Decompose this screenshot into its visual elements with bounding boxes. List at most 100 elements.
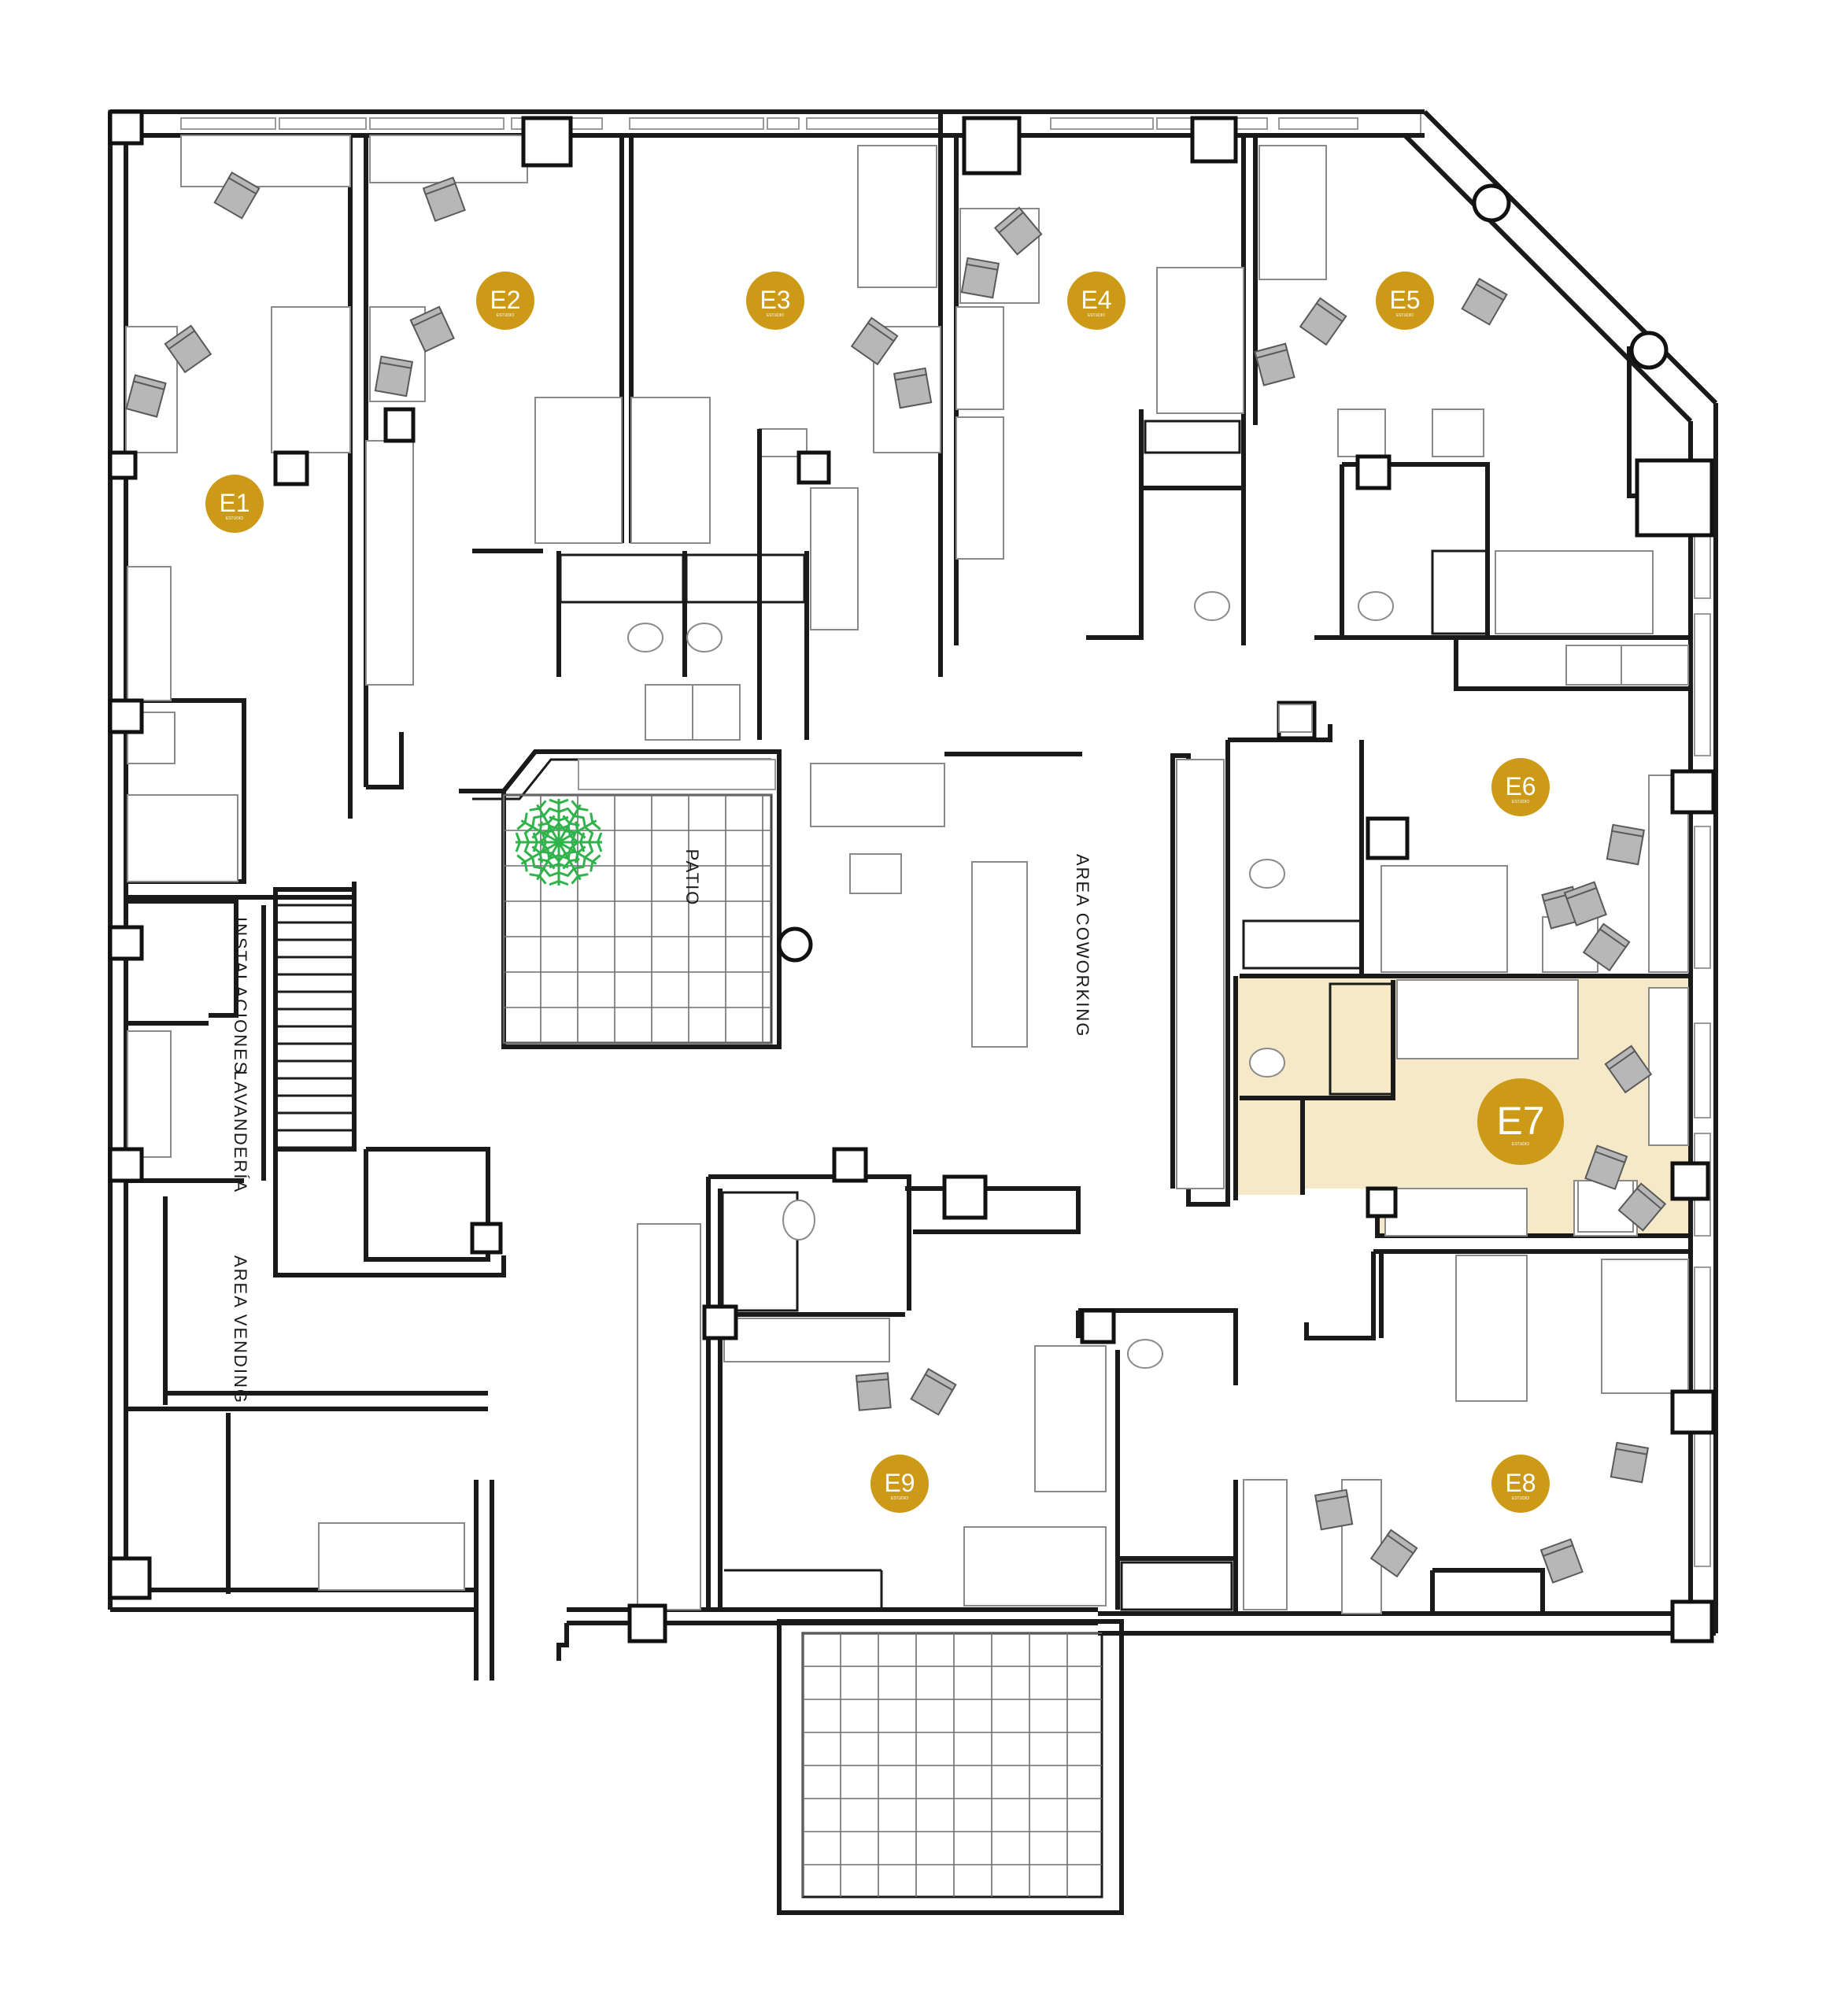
unit-badge-e8[interactable]: E8 ESTUDIO: [1491, 1455, 1550, 1513]
structural-column-icon: [942, 1174, 988, 1220]
badge-circle: [1491, 1455, 1550, 1513]
unit-sublabel: ESTUDIO: [1512, 1142, 1529, 1147]
badge-circle: [870, 1455, 929, 1513]
structural-column-icon: [1670, 1599, 1714, 1643]
armchair-icon: [1314, 1488, 1354, 1531]
badge-circle: [1376, 272, 1434, 330]
structural-column-icon: [1190, 116, 1238, 164]
badge-circle: [1067, 272, 1125, 330]
patio: PATIO: [459, 749, 782, 1049]
structural-column-icon: [1670, 769, 1716, 815]
structural-column-icon: [702, 1304, 738, 1340]
armchair-icon: [855, 1372, 892, 1411]
palm-plant-icon: [515, 798, 603, 886]
structural-columns: [108, 109, 1716, 1643]
unit-sublabel: ESTUDIO: [767, 313, 784, 318]
round-column-icon: [777, 926, 813, 963]
unit-sublabel: ESTUDIO: [226, 516, 243, 521]
coworking-label: AREA COWORKING: [1073, 854, 1092, 1037]
unit-badge-e7-selected[interactable]: E7 ESTUDIO: [1477, 1078, 1564, 1165]
armchair-icon: [893, 367, 933, 409]
unit-badge-e9[interactable]: E9 ESTUDIO: [870, 1455, 929, 1513]
unit-badge-e5[interactable]: E5 ESTUDIO: [1376, 272, 1434, 330]
armchair-icon: [1604, 1044, 1653, 1094]
armchair-icon: [374, 355, 414, 397]
structural-column-icon: [108, 698, 144, 734]
unit-label: E6: [1505, 772, 1536, 800]
armchair-icon: [1461, 277, 1508, 326]
structural-column-icon: [1366, 816, 1410, 860]
badge-circle: [1477, 1078, 1564, 1165]
unit-label: E1: [219, 489, 249, 517]
armchair-icon: [850, 316, 899, 366]
armchair-icon: [409, 305, 455, 353]
armchair-icon: [960, 257, 1000, 299]
structural-column-icon: [108, 109, 144, 146]
unit-sublabel: ESTUDIO: [891, 1496, 908, 1501]
armchair-icon: [993, 206, 1043, 256]
armchair-icon: [1617, 1182, 1667, 1232]
unit-badge-e1[interactable]: E1 ESTUDIO: [205, 475, 264, 533]
armchair-icon: [1539, 1538, 1584, 1584]
structural-column-icon: [1080, 1308, 1116, 1344]
unit-label: E5: [1389, 286, 1420, 314]
round-columns: [777, 183, 1669, 963]
structural-column-icon: [108, 925, 144, 961]
unit-badge-e3[interactable]: E3 ESTUDIO: [746, 272, 804, 330]
balcony-tiles: [802, 1632, 1102, 1897]
unit-sublabel: ESTUDIO: [497, 313, 514, 318]
unit-sublabel: ESTUDIO: [1512, 800, 1529, 804]
lavanderia-label: LAVANDERÍA: [231, 1070, 250, 1193]
patio-label: PATIO: [682, 849, 702, 907]
instalaciones-label: INSTALACIONES: [231, 917, 250, 1074]
unit-label: E4: [1081, 286, 1111, 314]
round-column-icon: [1629, 331, 1669, 370]
unit-label: E8: [1505, 1469, 1536, 1497]
badge-circle: [205, 475, 264, 533]
armchair-icon: [1563, 881, 1607, 926]
interior-walls: AREA COWORKING: [124, 112, 1691, 1680]
unit-label: E7: [1496, 1099, 1544, 1143]
armchair-icon: [1299, 297, 1347, 346]
structural-column-icon: [108, 1556, 152, 1600]
unit-label: E3: [760, 286, 790, 314]
armchair-icon: [422, 176, 466, 222]
kitchen-hob-icon: [1278, 704, 1313, 733]
structural-column-icon: [1355, 454, 1392, 490]
unit-badge-e6[interactable]: E6 ESTUDIO: [1491, 758, 1550, 816]
structural-column-icon: [627, 1603, 667, 1643]
unit-label: E9: [884, 1469, 915, 1497]
armchair-icon: [213, 171, 261, 220]
structural-column-icon: [1670, 1389, 1716, 1435]
structural-column-icon: [521, 116, 573, 168]
armchair-icon: [1254, 342, 1295, 386]
structural-column-icon: [273, 450, 309, 486]
structural-column-icon: [470, 1222, 503, 1255]
armchair-icon: [1584, 1144, 1628, 1190]
armchair-icon: [1582, 922, 1631, 972]
armchair-icon: [1610, 1441, 1650, 1484]
unit-badge-e2[interactable]: E2 ESTUDIO: [476, 272, 534, 330]
armchairs: [125, 171, 1667, 1584]
structural-column-icon: [1635, 458, 1714, 538]
badge-circle: [746, 272, 804, 330]
unit-badge-e4[interactable]: E4 ESTUDIO: [1067, 272, 1125, 330]
vending-label: AREA VENDING: [231, 1255, 250, 1404]
structural-column-icon: [832, 1147, 868, 1183]
unit-sublabel: ESTUDIO: [1512, 1496, 1529, 1501]
armchair-icon: [164, 324, 213, 374]
badge-circle: [1491, 758, 1550, 816]
unit-sublabel: ESTUDIO: [1088, 313, 1105, 318]
structural-column-icon: [1670, 1161, 1710, 1201]
armchair-icon: [1606, 823, 1646, 866]
structural-column-icon: [962, 116, 1022, 176]
round-column-icon: [1472, 183, 1511, 223]
unit-sublabel: ESTUDIO: [1396, 313, 1414, 318]
structural-column-icon: [796, 450, 831, 485]
structural-column-icon: [108, 450, 138, 480]
unit-label: E2: [490, 286, 520, 314]
armchair-icon: [125, 374, 167, 418]
structural-column-icon: [1366, 1186, 1398, 1218]
badge-circle: [476, 272, 534, 330]
